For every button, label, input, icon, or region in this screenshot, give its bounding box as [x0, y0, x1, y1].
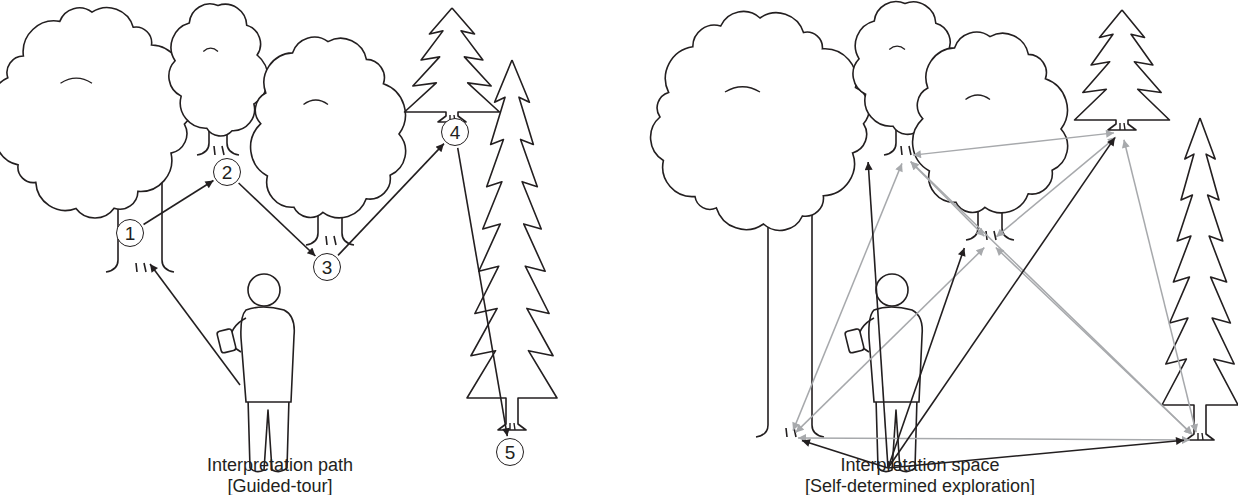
- caption-text: [Self-determined exploration]: [720, 476, 1120, 495]
- step-number-text: 1: [125, 224, 136, 243]
- conifer-tree: [405, 8, 500, 122]
- handheld-device: [217, 328, 237, 353]
- conifer-roots: [1120, 123, 1125, 130]
- conifer-outline: [1075, 10, 1170, 130]
- path-arrow: [338, 144, 444, 256]
- step-number-text: 4: [450, 123, 461, 142]
- round-tree: [651, 11, 870, 437]
- person-body: [241, 307, 294, 402]
- handheld-device: [845, 328, 865, 353]
- exploration-arrow: [868, 162, 888, 468]
- conifer-outline: [467, 60, 557, 430]
- step-number: 2: [213, 158, 241, 186]
- path-arrow: [144, 181, 214, 225]
- conifer-tree: [1075, 10, 1170, 130]
- round-tree: [0, 8, 192, 272]
- step-number-text: 2: [222, 163, 233, 182]
- canopy-detail: [61, 78, 93, 83]
- person-head: [876, 274, 908, 306]
- conifer-roots: [510, 423, 515, 430]
- path-arrow: [458, 148, 508, 436]
- exploration-link: [913, 133, 1114, 155]
- path-arrow: [239, 183, 316, 256]
- conifer-tree: [467, 60, 557, 430]
- round-tree: [913, 32, 1068, 240]
- exploration-link: [796, 248, 985, 433]
- exploration-arrow: [888, 138, 1115, 468]
- person-head: [248, 274, 280, 306]
- caption-text: [Guided-tour]: [80, 476, 480, 495]
- step-number: 5: [496, 438, 524, 466]
- round-tree: [251, 37, 406, 245]
- exploration-link: [911, 162, 1193, 435]
- tree-canopy: [251, 37, 406, 218]
- exploration-link: [793, 163, 902, 430]
- canopy-detail: [304, 100, 329, 104]
- step-number: 4: [441, 118, 469, 146]
- conifer-roots: [1198, 433, 1203, 440]
- guide-arrow: [150, 264, 240, 385]
- illustration: [0, 2, 1238, 472]
- canopy-detail: [966, 95, 991, 99]
- canopy-detail: [889, 46, 905, 49]
- conifer-outline: [405, 8, 500, 122]
- step-number: 1: [116, 219, 144, 247]
- canopy-detail: [203, 48, 218, 51]
- tree-trunk: [756, 194, 824, 437]
- step-number-text: 5: [505, 443, 516, 462]
- exploration-link: [996, 137, 1116, 237]
- conifer-tree: [1162, 118, 1238, 440]
- step-number-text: 3: [322, 258, 333, 277]
- conifer-outline: [1162, 118, 1238, 440]
- caption-text: Interpretation path: [80, 455, 480, 475]
- tree-canopy: [651, 11, 870, 230]
- canopy-detail: [725, 87, 760, 92]
- exploration-link: [1124, 140, 1196, 432]
- caption-text: Interpretation space: [720, 455, 1120, 475]
- connectors: [144, 144, 508, 437]
- round-tree: [169, 4, 268, 155]
- tree-canopy: [169, 4, 268, 136]
- exploration-arrow: [888, 248, 964, 468]
- exploration-link: [798, 438, 1190, 440]
- tree-canopy: [0, 8, 192, 218]
- step-number: 3: [313, 253, 341, 281]
- person-body: [869, 307, 922, 402]
- visitor-figure: [217, 274, 295, 472]
